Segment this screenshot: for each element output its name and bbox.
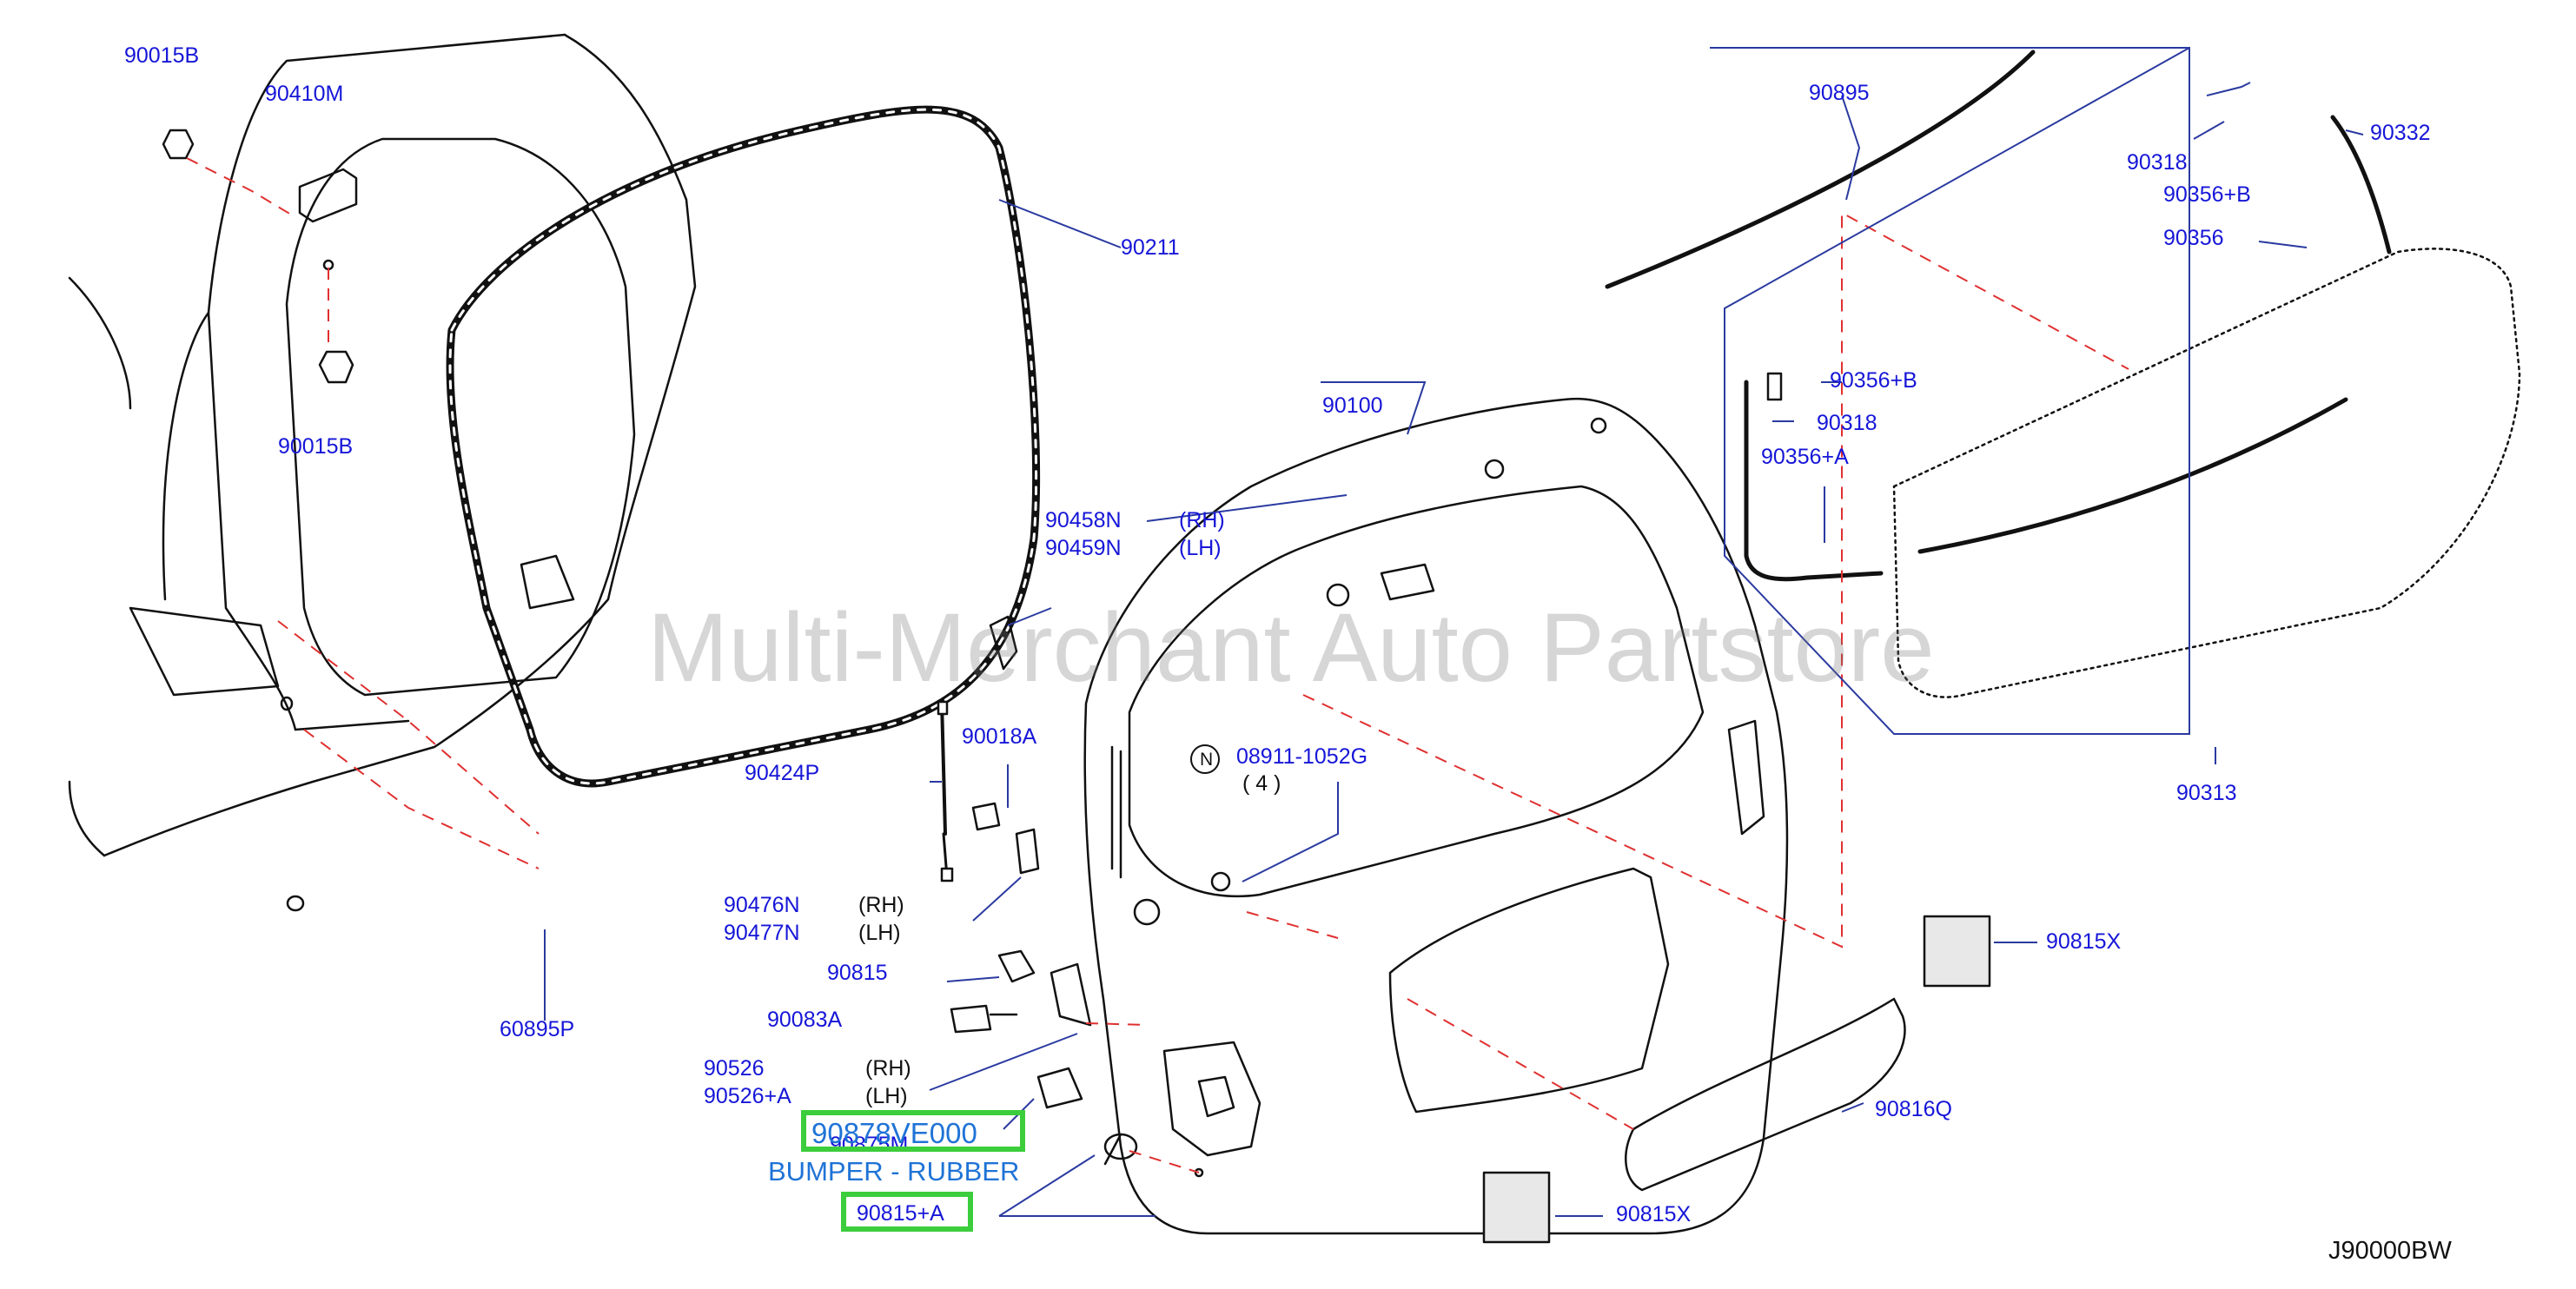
- watermark: Multi-Merchant Auto Partstore: [647, 593, 1935, 702]
- label-90318-mid: 90318: [1817, 411, 1877, 435]
- label-90356: 90356: [2163, 226, 2224, 250]
- highlight-part-number-box[interactable]: 90878VE000: [801, 1110, 1025, 1152]
- highlight-callout: 90815+A: [857, 1201, 944, 1226]
- label-90015b-bottom: 90015B: [278, 434, 354, 459]
- label-90815: 90815: [827, 961, 888, 985]
- label-90318-top: 90318: [2127, 150, 2188, 175]
- label-90410m: 90410M: [265, 82, 344, 106]
- label-quantity-4: ( 4 ): [1242, 771, 1281, 796]
- label-90356b-mid: 90356+B: [1830, 368, 1917, 393]
- moulding-90895: [1605, 50, 2036, 289]
- pad-90815x-bottom: [1482, 1171, 1551, 1244]
- label-90526: 90526: [704, 1056, 765, 1081]
- label-08911-1052g: 08911-1052G: [1236, 744, 1368, 769]
- label-90526a: 90526+A: [704, 1084, 791, 1108]
- label-90313: 90313: [2176, 781, 2237, 805]
- pad-90815x-top: [1923, 915, 1991, 988]
- vehicle-body-outline: [103, 33, 697, 857]
- label-90459n: 90459N: [1045, 536, 1122, 560]
- back-glass-90313: [1892, 248, 2521, 698]
- label-90424p: 90424P: [745, 761, 820, 785]
- label-90100: 90100: [1322, 393, 1383, 418]
- diagram-code: J90000BW: [2328, 1237, 2452, 1265]
- n-circle: N: [1190, 744, 1220, 774]
- label-90083a: 90083A: [767, 1008, 843, 1032]
- label-90815x-top: 90815X: [2046, 929, 2122, 954]
- hinge-90410m: [298, 168, 358, 223]
- label-90458n: 90458N: [1045, 508, 1122, 532]
- label-lh-3: (LH): [865, 1084, 908, 1108]
- label-90815x-bottom: 90815X: [1616, 1202, 1692, 1226]
- label-90018a: 90018A: [962, 724, 1037, 749]
- label-lh-1: (LH): [1179, 536, 1222, 560]
- part-description: BUMPER - RUBBER: [768, 1156, 1020, 1187]
- label-60895p: 60895P: [500, 1017, 575, 1041]
- label-rh-2: (RH): [858, 893, 904, 917]
- label-90477n: 90477N: [724, 921, 800, 945]
- highlight-callout-box[interactable]: 90815+A: [841, 1192, 973, 1232]
- label-90476n: 90476N: [724, 893, 800, 917]
- n-circle-letter: N: [1200, 750, 1214, 770]
- gas-stay-90424p: [940, 700, 947, 836]
- label-90211: 90211: [1121, 235, 1180, 260]
- label-90356b-top: 90356+B: [2163, 182, 2251, 207]
- label-90015b-top: 90015B: [124, 43, 200, 68]
- label-rh-1: (RH): [1179, 508, 1225, 532]
- label-90895: 90895: [1809, 81, 1870, 105]
- highlight-part-number: 90878VE000: [811, 1117, 977, 1149]
- label-90875m: 90875M: [830, 1133, 909, 1157]
- label-90356a: 90356+A: [1761, 445, 1849, 469]
- label-90816q: 90816Q: [1875, 1097, 1952, 1121]
- label-90332: 90332: [2370, 121, 2431, 145]
- spoiler-90816q: [1625, 997, 1906, 1192]
- back-door-90100: [1083, 397, 1789, 1235]
- label-lh-2: (LH): [858, 921, 901, 945]
- label-rh-3: (RH): [865, 1056, 911, 1081]
